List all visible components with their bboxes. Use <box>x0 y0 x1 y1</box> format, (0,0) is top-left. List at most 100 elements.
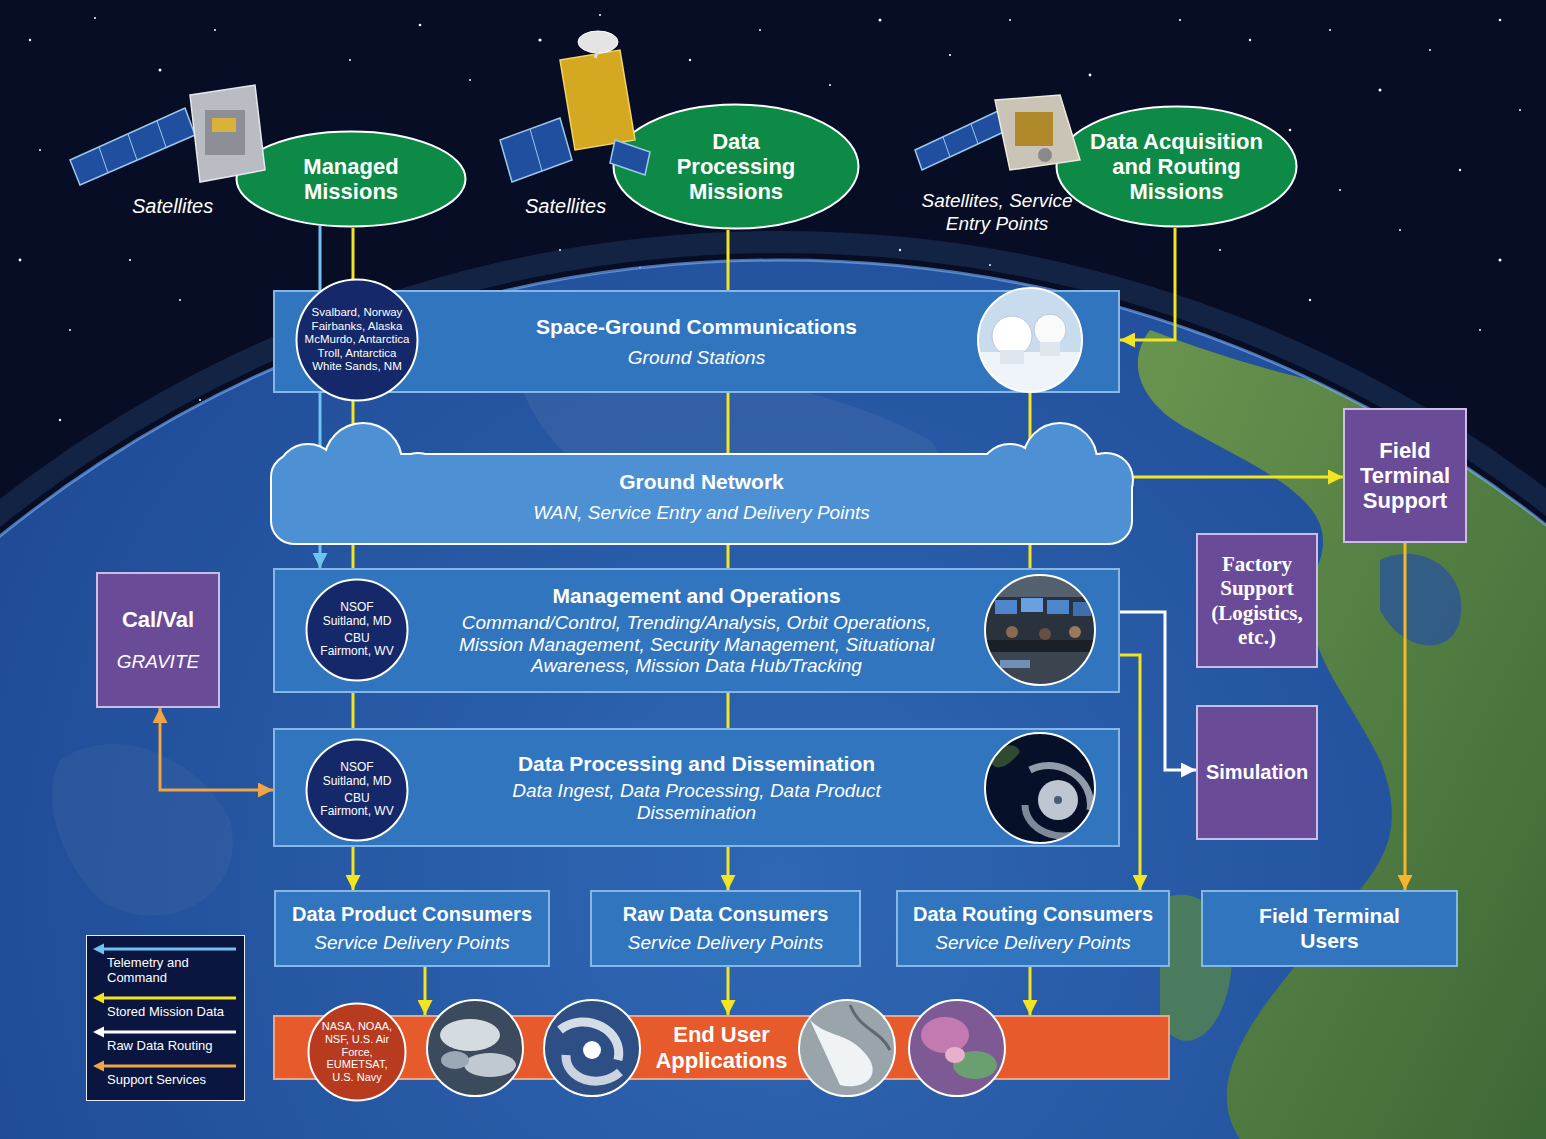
circle-fill <box>309 1004 406 1101</box>
decor-path <box>1380 554 1461 646</box>
decor-circle <box>39 149 41 151</box>
node-title: Management and Operations <box>552 584 840 608</box>
legend-arrowhead <box>93 944 104 955</box>
legend-swatch <box>93 992 238 1004</box>
shape-outline <box>305 578 409 682</box>
decor-rect <box>1021 598 1043 612</box>
cloud-body <box>272 455 1131 543</box>
support-box: Factory Support (Logistics, etc.) <box>1196 533 1318 668</box>
connector <box>352 693 355 728</box>
operations-room-photo <box>985 575 1095 687</box>
globe <box>0 260 1546 1139</box>
agency-circle: NASA, NOAA, NSF, U.S. Air Force, EUMETSA… <box>307 1002 407 1102</box>
land <box>52 330 1546 1139</box>
decor-circle <box>1459 169 1461 171</box>
node-title: Field Terminal Users <box>1245 904 1415 952</box>
decor-circle <box>1309 299 1311 301</box>
decor-ellipse <box>945 1047 965 1063</box>
circle-fill <box>307 580 408 681</box>
decor-circle <box>1038 780 1078 820</box>
decor-circle <box>1499 19 1502 22</box>
decor-circle <box>1249 39 1251 41</box>
legend-swatch <box>93 1026 238 1038</box>
decor-rect <box>1000 660 1030 668</box>
label-holder: Satellites <box>132 194 232 218</box>
ellipse-fill <box>237 132 466 227</box>
photo-frame <box>427 1000 523 1096</box>
legend-arrowhead <box>93 1026 104 1037</box>
decor-line <box>99 147 108 173</box>
photo-frame <box>544 1000 640 1096</box>
decor-polygon <box>500 118 572 182</box>
consumer-box: Data Routing ConsumersService Delivery P… <box>896 890 1170 967</box>
decor-rect <box>1047 600 1069 614</box>
node-title: NSOF Suitland, MD <box>318 601 396 629</box>
decor-rect <box>985 733 1095 843</box>
support-box: Cal/ValGRAVITE <box>96 572 220 708</box>
connector <box>727 393 730 460</box>
globe-rim <box>0 260 1546 1139</box>
connector <box>1120 476 1343 479</box>
decor-circle <box>19 259 22 262</box>
photo-frame <box>799 1000 895 1096</box>
decor-circle <box>1479 329 1481 331</box>
decor-circle <box>179 299 181 301</box>
decor-circle <box>469 79 471 81</box>
connector <box>727 967 730 1015</box>
node-text: Data Ingest, Data Processing, Data Produ… <box>462 780 932 824</box>
node-title: Cal/Val <box>122 607 194 632</box>
legend-line <box>101 1030 236 1033</box>
connector <box>1404 543 1407 890</box>
node-text: WAN, Service Entry and Delivery Points <box>533 502 870 524</box>
decor-circle <box>1219 249 1221 251</box>
decor-line <box>943 137 950 157</box>
decor-rect <box>1000 350 1024 364</box>
node-title: Factory Support (Logistics, etc.) <box>1202 552 1312 649</box>
decor-circle <box>29 39 31 41</box>
cloud-photo <box>427 1000 523 1096</box>
legend-text: Stored Mission Data <box>107 1005 238 1020</box>
legend-row: Raw Data Routing <box>93 1026 238 1054</box>
consumer-box: Raw Data ConsumersService Delivery Point… <box>590 890 861 967</box>
node-title: Ground Network <box>619 470 784 494</box>
legend-arrowhead <box>93 1060 104 1071</box>
decor-circle <box>1429 49 1431 51</box>
label-holder: Satellites, Service Entry Points <box>897 190 1097 236</box>
decor-circle <box>599 14 601 16</box>
decor-line <box>971 124 978 144</box>
legend-line <box>101 948 236 951</box>
decor-circle <box>1179 19 1181 21</box>
node-title: Data Processing and Dissemination <box>518 752 875 776</box>
decor-circle <box>1289 129 1292 132</box>
decor-circle <box>759 29 761 31</box>
node-title: Simulation <box>1206 761 1308 784</box>
node-text: Service Delivery Points <box>935 932 1130 954</box>
decor-rect <box>544 1000 640 1096</box>
network-cloud: Ground NetworkWAN, Service Entry and Del… <box>268 420 1135 545</box>
legend-arrowhead <box>93 992 104 1003</box>
decor-circle <box>1034 314 1066 346</box>
legend-swatch <box>93 1060 238 1072</box>
satellite-label: Satellites, Service Entry Points <box>897 190 1097 236</box>
satellite-label: Satellites <box>132 194 232 218</box>
photo-frame <box>985 575 1095 685</box>
decor-line <box>128 134 137 160</box>
connector <box>1120 228 1175 340</box>
hurricane-photo <box>985 733 1095 843</box>
node-text: CBU Fairmont, WV <box>318 792 396 820</box>
connector <box>160 708 273 790</box>
shape-outline <box>305 738 409 842</box>
decor-rect <box>1015 112 1053 146</box>
satellite-label: Satellites <box>525 194 625 218</box>
legend-line <box>101 996 236 999</box>
site-circle: Svalbard, Norway Fairbanks, Alaska McMur… <box>295 278 419 402</box>
legend-box: Telemetry and CommandStored Mission Data… <box>86 935 245 1101</box>
decor-circle <box>129 259 131 261</box>
decor-circle <box>949 54 951 56</box>
legend-row: Stored Mission Data <box>93 992 238 1020</box>
support-box: Field Terminal Support <box>1343 408 1467 543</box>
satellite-three <box>915 95 1080 170</box>
decor-rect <box>985 640 1095 652</box>
storm-photo <box>544 1000 640 1096</box>
mission-ellipse: Data Processing Missions <box>612 103 860 230</box>
